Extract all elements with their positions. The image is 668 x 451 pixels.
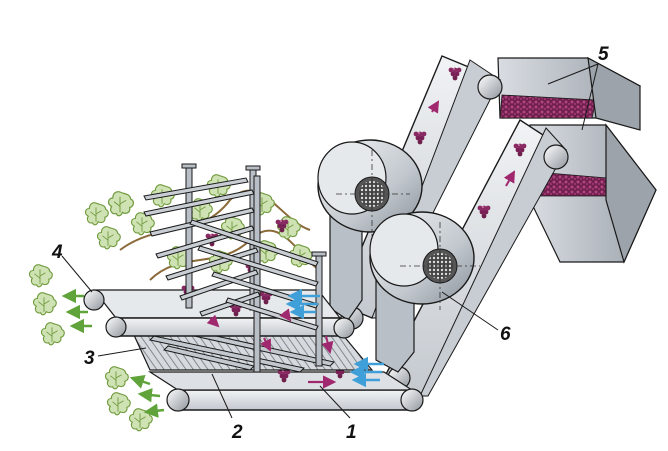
- airflow-arrows: [285, 288, 384, 388]
- callout-6: 6: [500, 324, 511, 345]
- lower-conveyor: [147, 365, 424, 412]
- hopper-upper: [497, 56, 642, 131]
- callout-2: 2: [231, 422, 243, 443]
- centrifugal-fan-upper-icon: [317, 139, 423, 321]
- callout-4: 4: [51, 242, 63, 263]
- discarded-leaves: [28, 264, 165, 432]
- upper-conveyor: [83, 289, 355, 339]
- callout-5: 5: [598, 44, 609, 65]
- callout-3: 3: [84, 348, 95, 369]
- shaker-frame: [143, 163, 327, 373]
- leader-lines: [61, 63, 599, 419]
- centrifugal-fan-lower-icon: [369, 211, 480, 373]
- grape-flow-arrows: [206, 308, 334, 354]
- callout-1: 1: [346, 422, 357, 443]
